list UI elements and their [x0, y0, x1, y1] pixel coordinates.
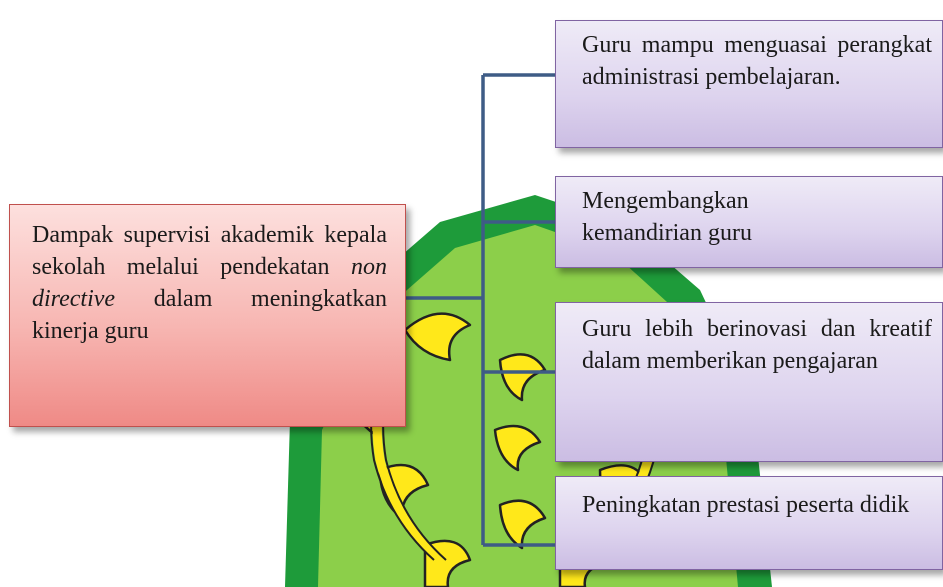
outcome-box-prestasi: Peningkatan prestasi peserta didik [555, 476, 943, 570]
outcome-text: Mengembangkan kemandirian guru [582, 185, 792, 249]
main-topic-text: Dampak supervisi akademik kepala sekolah… [32, 219, 387, 347]
outcome-box-kemandirian: Mengembangkan kemandirian guru [555, 176, 943, 268]
outcome-text: Peningkatan prestasi peserta didik [582, 489, 932, 521]
outcome-text: Guru mampu menguasai perangkat administr… [582, 29, 932, 93]
outcome-text: Guru lebih berinovasi dan kreatif dalam … [582, 313, 932, 377]
main-topic-box: Dampak supervisi akademik kepala sekolah… [9, 204, 406, 427]
outcome-box-inovasi: Guru lebih berinovasi dan kreatif dalam … [555, 302, 943, 462]
outcome-box-administrasi: Guru mampu menguasai perangkat administr… [555, 20, 943, 148]
